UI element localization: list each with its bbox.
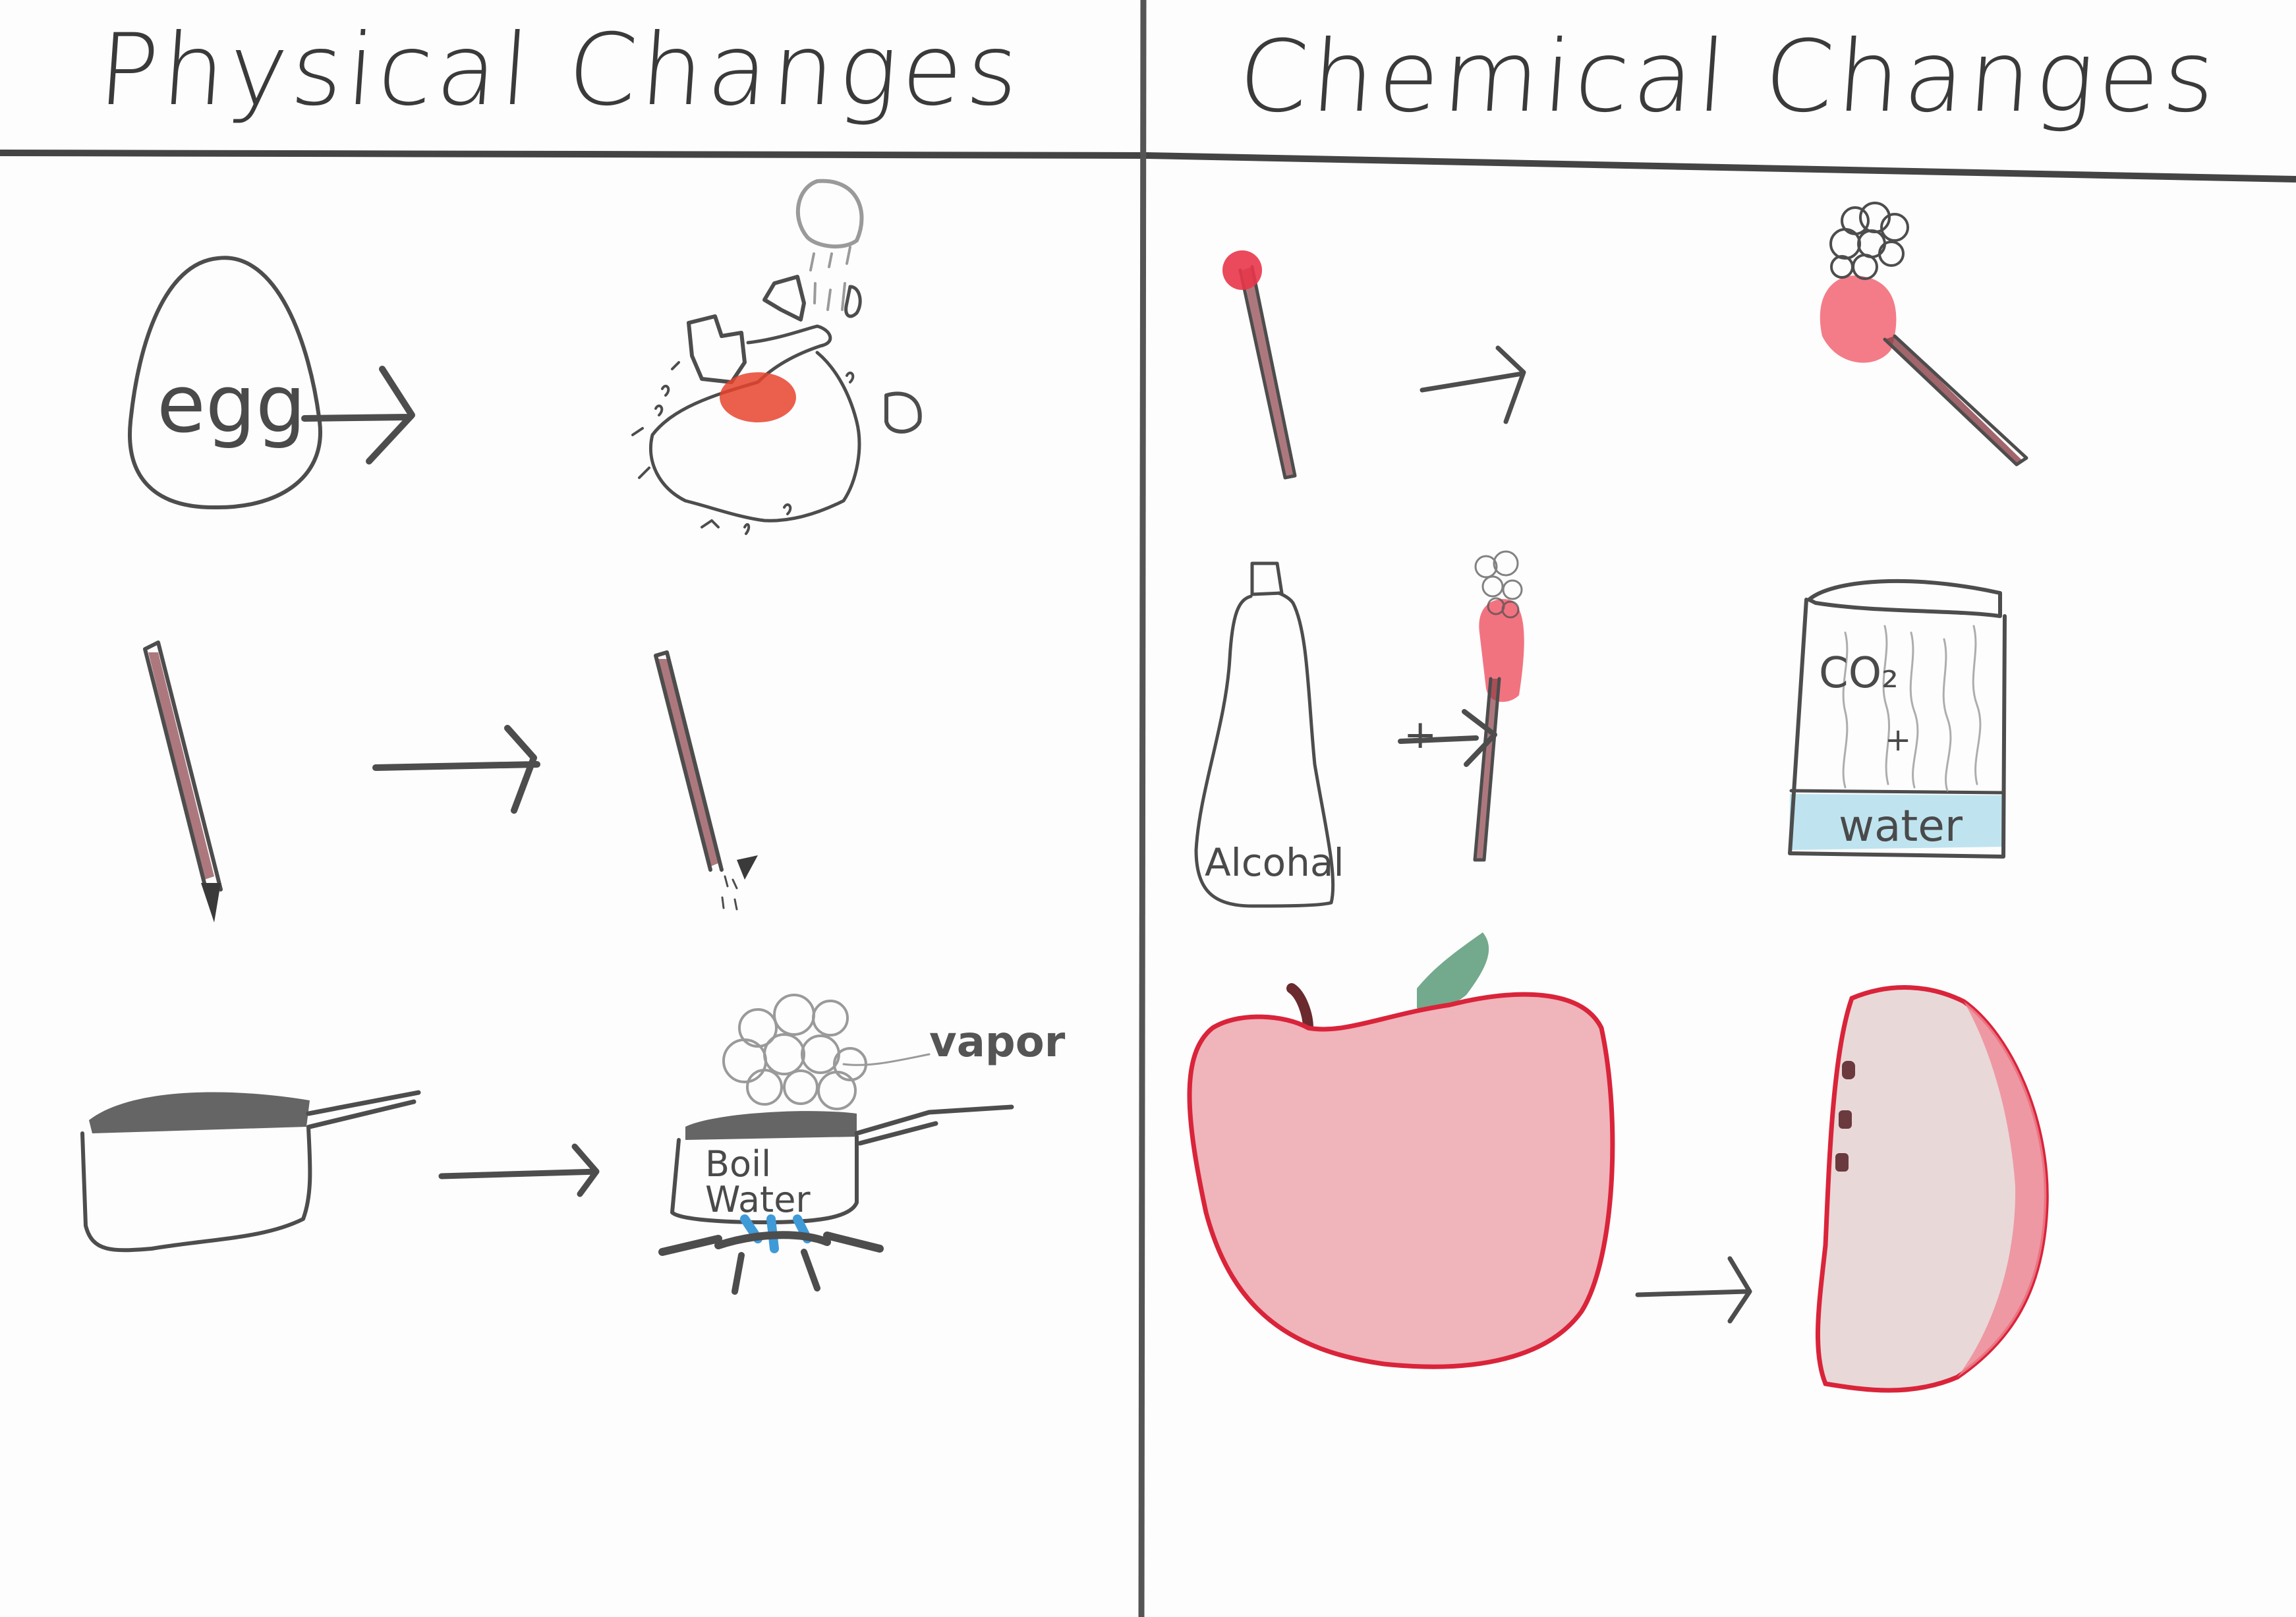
vapor-label: vapor <box>929 1018 1066 1067</box>
apple-seed <box>1842 1061 1855 1079</box>
apple-seed <box>1839 1110 1852 1129</box>
beaker-plus-sign: + <box>1885 722 1912 758</box>
plus-sign: + <box>1404 712 1437 758</box>
alcohol-label: Alcohal <box>1205 840 1344 885</box>
match-head <box>1222 250 1262 290</box>
water-label: water <box>1839 801 1963 851</box>
egg-label: egg <box>157 359 306 451</box>
egg-yolk <box>720 372 796 422</box>
boil-water-label: Boil Water <box>705 1143 811 1220</box>
header-divider-line <box>0 150 2296 183</box>
column-divider-line <box>1138 0 1147 1617</box>
apple-seed <box>1835 1153 1849 1172</box>
co2-label: CO₂ <box>1819 649 1899 698</box>
